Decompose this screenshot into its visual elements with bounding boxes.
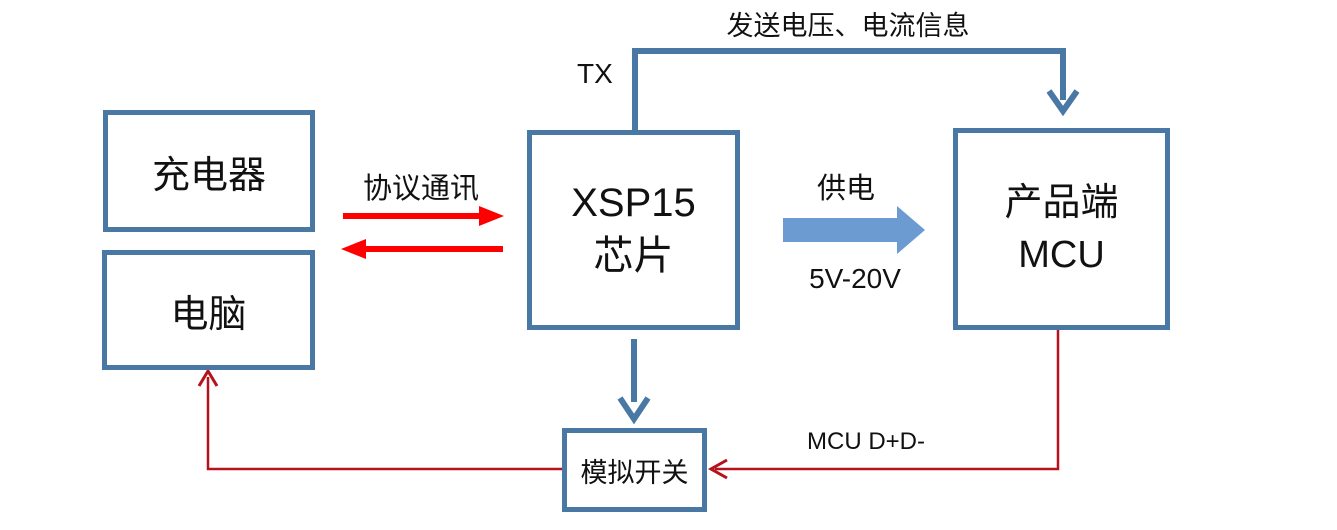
- tx-label: TX: [577, 58, 613, 89]
- analog-switch-label: 模拟开关: [580, 457, 689, 488]
- power-supply-label: 供电: [816, 173, 876, 205]
- send-voltage-current-label: 发送电压、电流信息: [726, 11, 970, 41]
- switch-to-computer-arrowhead-icon: [197, 368, 219, 387]
- product-mcu-box: 产品端 MCU: [953, 128, 1170, 330]
- power-arrow-icon: [783, 206, 925, 254]
- analog-switch-box: 模拟开关: [562, 428, 707, 512]
- chip-to-switch-arrowhead-icon: [617, 396, 651, 425]
- computer-label: 电脑: [170, 293, 247, 336]
- mcu-to-switch-arrowhead-icon: [707, 458, 728, 480]
- computer-box: 电脑: [102, 250, 315, 370]
- charger-box: 充电器: [103, 110, 315, 232]
- chip-label-line1: XSP15: [571, 181, 696, 226]
- protocol-comm-label: 协议通讯: [362, 173, 480, 205]
- mcu-data-lines-label: MCU D+D-: [807, 428, 925, 455]
- chip-label-line2: 芯片: [593, 234, 674, 278]
- switch-to-computer-line: [206, 377, 562, 471]
- tx-signal-line: [632, 48, 1066, 130]
- protocol-arrow-left-icon: [341, 239, 503, 259]
- mcu-label-line2: MCU: [1018, 234, 1105, 276]
- charger-label: 充电器: [151, 154, 266, 197]
- protocol-arrow-right-icon: [343, 206, 504, 226]
- mcu-to-switch-line: [715, 330, 1060, 471]
- voltage-range-label: 5V-20V: [809, 263, 901, 294]
- xsp15-chip-box: XSP15 芯片: [527, 130, 740, 330]
- tx-signal-arrowhead-icon: [1046, 89, 1080, 117]
- mcu-label-line1: 产品端: [1004, 181, 1119, 224]
